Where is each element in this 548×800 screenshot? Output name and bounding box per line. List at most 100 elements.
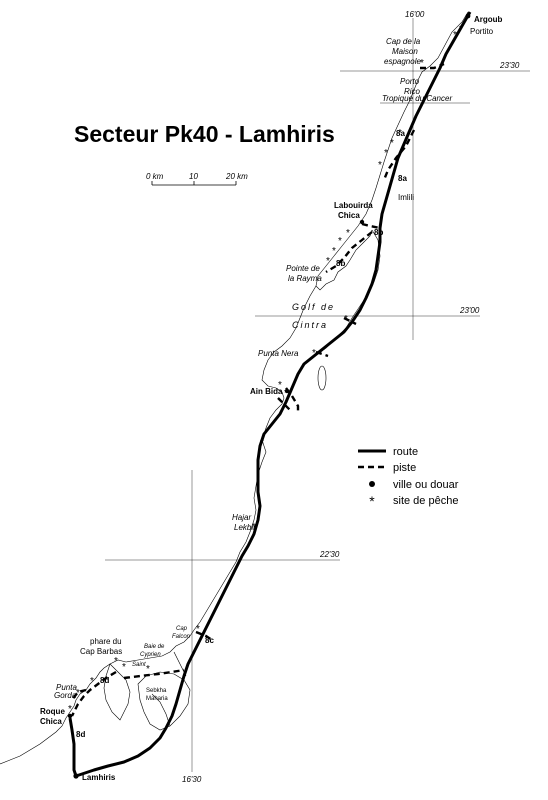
coord-lon-1600: 16'00 [405,10,425,19]
legend-piste-label: piste [393,462,416,474]
fishing-site-icon: * [76,688,80,699]
town-dot-lamhiris [73,773,79,779]
label-cap-falcon-2: Falcon [172,634,191,640]
fishing-site-icon: * [453,30,457,41]
piste-ainbida-2 [277,397,291,411]
label-labouirda-1: Labouirda [334,201,373,210]
coord-lat-2230: 22'30 [319,550,340,559]
fishing-site-icon: * [284,388,288,399]
label-cap-maison-3: espagnole [384,57,421,66]
town-dot-labouirda [359,219,365,225]
towns [67,13,471,779]
label-roque-2: Chica [40,717,62,726]
road-label-8b-2: 8b [336,259,345,268]
label-roque-1: Roque [40,707,65,716]
label-cap-falcon-1: Cap [176,626,188,632]
road-label-8d-1: 8d [100,676,109,685]
legend-route-label: route [393,446,418,458]
piste-8d [70,670,117,717]
coast-middle [189,285,317,637]
scale-label-0: 0 km [146,172,164,181]
label-porto-rico-1: Porto [400,77,420,86]
label-hajar-1: Hajar [232,513,251,522]
label-argoub: Argoub [474,15,503,24]
scale-label-10: 10 [189,172,198,181]
label-rayma-2: la Rayma [288,274,322,283]
piste-cintra [343,316,357,326]
legend-ville-label: ville ou douar [393,479,459,491]
label-golf-2: Cintra [292,320,328,330]
fishing-site-icon: * [114,656,118,667]
coord-lat-2300: 23'00 [459,306,480,315]
legend-peche-symbol: * [369,493,375,509]
piste-ainbida [285,387,300,414]
piste-saint [123,668,185,680]
road-label-8a-1: 8a [396,129,405,138]
label-porto-rico-2: Rico [404,87,421,96]
fishing-site-icon: * [384,148,388,159]
fishing-site-icon: * [459,24,463,35]
scale-label-20: 20 km [225,172,248,181]
label-punta-nera: Punta Nera [258,349,299,358]
fishing-site-icon: * [90,676,94,687]
label-ain-bida: Ain Bida [250,387,283,396]
label-punta-gorda-1: Punta [56,683,77,692]
town-dot-ainbida [284,388,290,394]
main-road [68,11,472,778]
road-label-8a-2: 8a [398,174,407,183]
fishing-site-icon: * [420,58,424,69]
label-portito: Portito [470,27,494,36]
fishing-sites: * * * * * * * * * * * * * * * * * * * * … [68,24,463,715]
piste-maison [420,62,445,70]
fishing-site-icon: * [68,704,72,715]
fishing-site-icon: * [390,138,394,149]
lagoon-golf [317,229,381,355]
label-imlili: Imlili [398,193,414,202]
fishing-site-icon: * [260,438,264,449]
label-golf-1: Golf de [292,302,335,312]
label-cap-maison-1: Cap de la [386,37,421,46]
piste-labouirda [361,222,381,230]
coast-north [315,11,469,291]
label-baie-1: Baie de [144,644,165,650]
label-sebkha-1: Sebkha [146,688,167,694]
fishing-site-icon: * [122,662,126,673]
coord-lat-2330: 23'30 [499,61,520,70]
fishing-site-icon: * [338,236,342,247]
legend-peche-label: site de pêche [393,495,458,507]
fishing-site-icon: * [332,246,336,257]
bay-outline [103,663,131,721]
piste-nera [315,350,329,358]
piste-8b [325,231,373,274]
label-lamhiris: Lamhiris [82,773,116,782]
label-labouirda-2: Chica [338,211,360,220]
town-dot-argoub [465,13,471,19]
legend: route piste ville ou douar * site de pêc… [358,446,459,509]
label-phare-2: Cap Barbas [80,647,122,656]
pistes [70,62,445,717]
fishing-site-icon: * [378,160,382,171]
label-cap-maison-2: Maison [392,47,418,56]
fishing-site-icon: * [196,624,200,635]
map-title: Secteur Pk40 - Lamhiris [74,121,335,147]
label-hajar-2: Lekbir [234,523,256,532]
legend-ville-symbol [369,481,375,487]
graticule [105,18,530,772]
inner-bay [151,693,171,727]
label-tropique: Tropique du Cancer [382,94,452,103]
label-saint: Saint [132,662,146,668]
piste-8c [195,630,213,641]
coast-south [0,635,191,765]
piste-8a-coast [382,129,416,181]
piste-gorda [71,688,87,701]
scale-bar: 0 km 10 20 km [146,172,248,186]
fishing-site-icon: * [146,664,150,675]
fishing-site-icon: * [346,228,350,239]
road-label-8d-2: 8d [76,730,85,739]
fishing-site-icon: * [344,314,348,325]
islet-cintra [317,365,327,391]
label-sebkha-2: Maharia [146,696,168,702]
fishing-site-icon: * [252,522,256,533]
label-baie-2: Cyprien [140,652,161,658]
